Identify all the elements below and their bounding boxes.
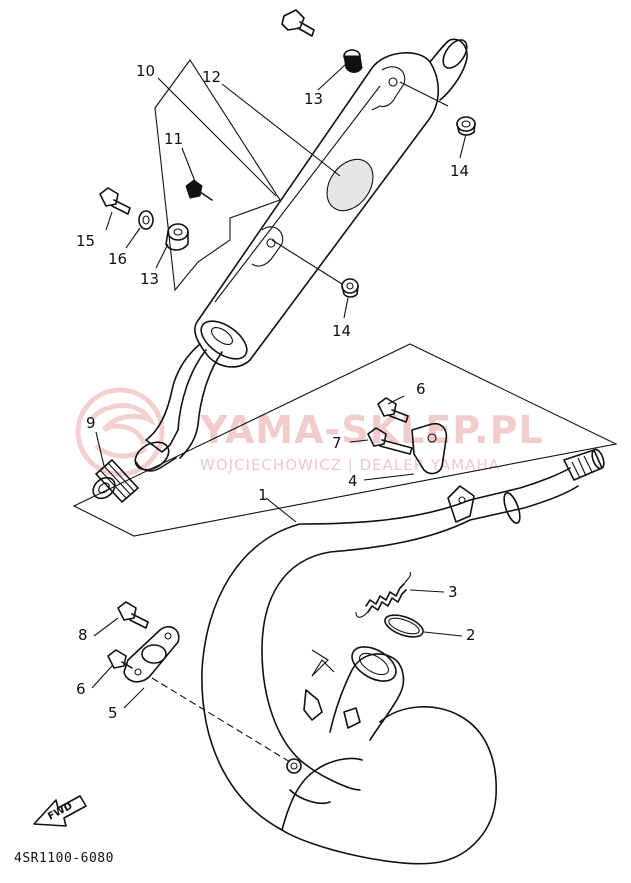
silencer-frame <box>154 59 281 292</box>
bolt-7 <box>367 427 413 455</box>
assembly-centerline <box>151 677 291 763</box>
callout-1: 1 <box>258 486 268 504</box>
bolt-6-upper <box>377 397 409 423</box>
silencer-tail-pipe <box>145 343 207 453</box>
leaders-upper <box>95 63 467 467</box>
callout-6-lower: 6 <box>76 680 86 698</box>
callout-14-lower: 14 <box>332 322 351 340</box>
callout-14-top: 14 <box>450 162 469 180</box>
callout-9: 9 <box>86 414 96 432</box>
bolt-15 <box>99 187 131 215</box>
callout-labels: 10 12 11 13 14 15 16 13 14 9 6 7 4 1 3 2… <box>76 62 476 722</box>
silencer-packing <box>326 158 374 212</box>
callout-3: 3 <box>448 583 458 601</box>
callout-16: 16 <box>108 250 127 268</box>
silencer-end-cap <box>429 38 468 101</box>
callout-13-lower: 13 <box>140 270 159 288</box>
callout-7: 7 <box>332 434 342 452</box>
collar-14-top <box>456 116 476 136</box>
flange-plate-5 <box>123 626 180 683</box>
damper-13-lower <box>165 223 189 251</box>
silencer-seam <box>214 85 381 303</box>
exhaust-header <box>329 653 405 741</box>
watermark-title: YAMA-SKLEP.PL <box>199 408 544 452</box>
silencer-group-box <box>72 343 618 537</box>
silencer-inlet-flange <box>200 320 248 360</box>
callout-10: 10 <box>136 62 155 80</box>
screw-11 <box>185 179 213 201</box>
bolt-8 <box>117 601 149 629</box>
diagram-code: 4SR1100-6080 <box>14 851 114 866</box>
exhaust-pipe <box>201 448 605 865</box>
callout-8: 8 <box>78 626 88 644</box>
leaders-lower <box>91 395 463 709</box>
collar-14-lower <box>341 278 359 298</box>
watermark-logo <box>75 387 165 477</box>
bolt-6-lower <box>107 649 133 669</box>
silencer-strap-upper <box>371 66 406 111</box>
spring-3 <box>355 571 412 618</box>
nut-lower <box>286 758 302 774</box>
damper-13-top <box>343 49 363 73</box>
hardware-upper <box>92 9 476 503</box>
callout-15: 15 <box>76 232 95 250</box>
top-bolt <box>281 9 315 37</box>
bracket-4 <box>411 422 448 475</box>
callout-4: 4 <box>348 472 358 490</box>
washer-16 <box>138 210 154 230</box>
callout-5: 5 <box>108 704 118 722</box>
callout-6-upper: 6 <box>416 380 426 398</box>
watermark: YAMA-SKLEP.PL WOJCIECHOWICZ | DEALER YAM… <box>75 387 544 477</box>
callout-2: 2 <box>466 626 476 644</box>
callout-11: 11 <box>164 130 183 148</box>
silencer-assembly <box>134 38 468 472</box>
callout-13-top: 13 <box>304 90 323 108</box>
gasket-2 <box>384 614 424 638</box>
fwd-arrow: FWD <box>33 795 87 827</box>
callout-12: 12 <box>202 68 221 86</box>
fwd-label: FWD <box>46 801 74 823</box>
exhaust-pipe-outline <box>201 499 497 865</box>
